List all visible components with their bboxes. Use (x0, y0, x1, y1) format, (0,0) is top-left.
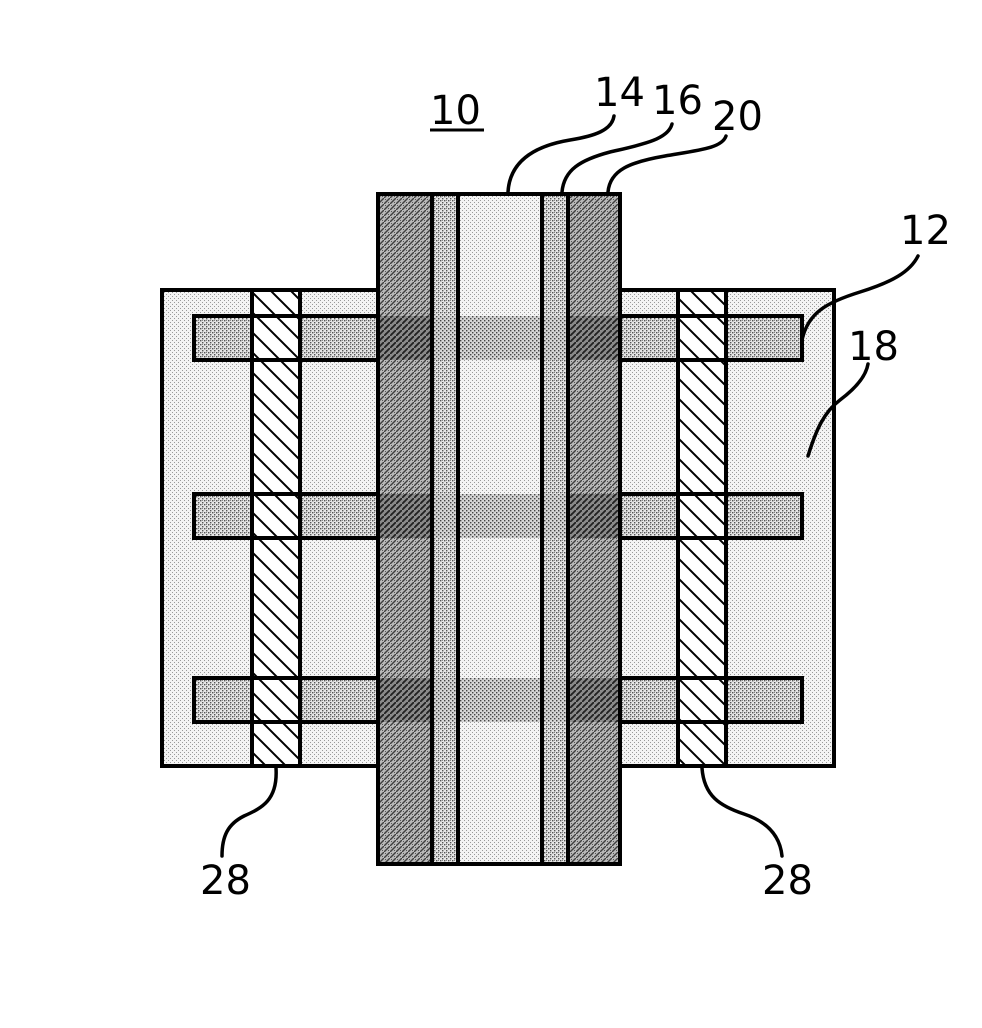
label-28-right: 28 (762, 858, 813, 904)
leader-28-left (222, 768, 276, 856)
label-18: 18 (848, 324, 899, 370)
leader-28-right (702, 768, 782, 856)
label-16: 16 (652, 78, 703, 124)
label-12: 12 (900, 208, 951, 254)
label-20: 20 (712, 94, 763, 140)
leader-20 (608, 136, 726, 192)
label-14: 14 (594, 70, 645, 116)
label-28-left: 28 (200, 858, 251, 904)
label-10: 10 (430, 88, 481, 134)
